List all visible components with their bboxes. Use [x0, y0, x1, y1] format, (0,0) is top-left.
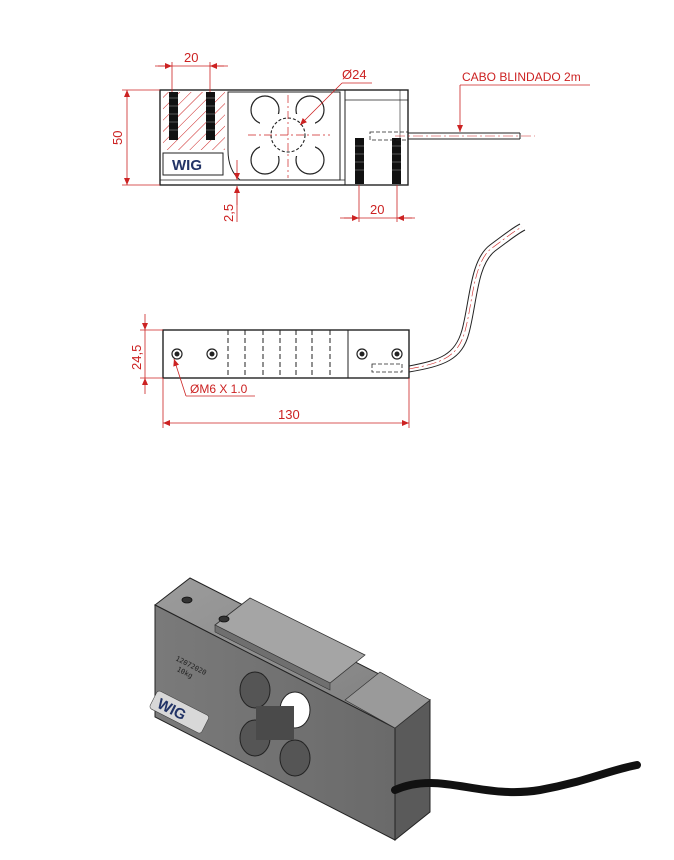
logo-box [162, 152, 224, 176]
cable-note: CABO BLINDADO 2m [462, 70, 581, 84]
dim-height: 50 [110, 131, 125, 145]
iso-cable [391, 761, 641, 797]
dim-top-width: 20 [184, 50, 198, 65]
dim-bottom-width: 20 [370, 202, 384, 217]
iso-screw-icon [181, 596, 193, 604]
top-view: WIG 20 [110, 50, 590, 222]
top-view-logo: WIG [172, 157, 202, 174]
dim-bore-diameter: Ø24 [342, 67, 367, 82]
dim-offset: 2,5 [221, 204, 236, 222]
thread-note: ØM6 X 1.0 [190, 382, 248, 396]
threaded-hole-icon [169, 92, 178, 140]
side-view: 24,5 ØM6 X 1.0 130 [129, 223, 526, 428]
iso-screw-icon [218, 615, 230, 623]
threaded-hole-icon [206, 92, 215, 140]
flexible-cable [408, 223, 521, 367]
threaded-hole-icon [392, 138, 401, 184]
side-dim-height: 24,5 [129, 345, 144, 370]
isometric-view: WIG 12072020 10kg [149, 577, 641, 842]
iso-bore-pattern [239, 671, 311, 777]
threaded-hole-icon [355, 138, 364, 184]
dim-length: 130 [278, 407, 300, 422]
side-view-body [162, 329, 410, 379]
